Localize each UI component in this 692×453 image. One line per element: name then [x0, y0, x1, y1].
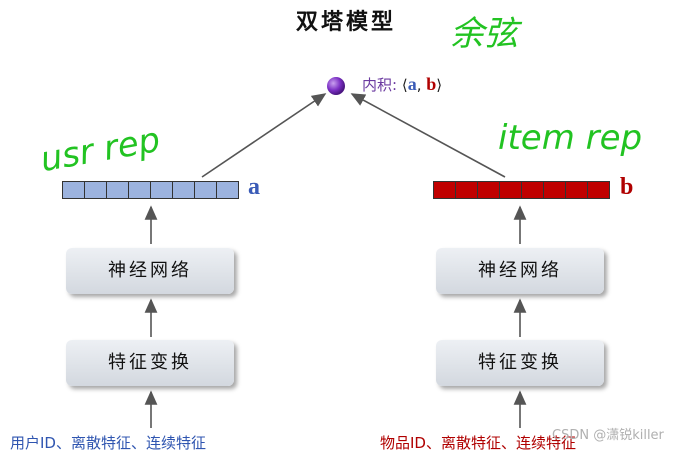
vector-a-label: a [248, 174, 260, 200]
left-neural-network-box: 神经网络 [66, 248, 234, 294]
right-feature-transform-box: 特征变换 [436, 340, 604, 386]
right-neural-network-box: 神经网络 [436, 248, 604, 294]
bracket-open: ⟨ [401, 76, 408, 94]
watermark: CSDN @潇锐killer [552, 428, 664, 443]
handwritten-item-rep-note: item rep [498, 118, 643, 158]
diagram-title: 双塔模型 [295, 10, 396, 35]
user-vector-a [62, 181, 239, 199]
bracket-close: ⟩ [436, 76, 443, 94]
inner-product-sep: , [416, 76, 427, 94]
left-input-features: 用户ID、离散特征、连续特征 [10, 434, 206, 452]
handwritten-cosine-note: 余弦 [450, 14, 518, 54]
arrow-a-to-product [201, 93, 327, 178]
vector-b-label: b [620, 174, 634, 200]
inner-product-a: a [407, 74, 417, 94]
arrow-b-to-product [350, 93, 506, 178]
inner-product-b: b [426, 74, 437, 94]
item-vector-b [433, 181, 610, 199]
inner-product-label: 内积: ⟨a, b⟩ [362, 74, 442, 95]
left-feature-transform-box: 特征变换 [66, 340, 234, 386]
inner-product-caption: 内积: [362, 76, 398, 94]
right-input-features: 物品ID、离散特征、连续特征 [380, 434, 576, 452]
inner-product-dot [327, 77, 345, 95]
